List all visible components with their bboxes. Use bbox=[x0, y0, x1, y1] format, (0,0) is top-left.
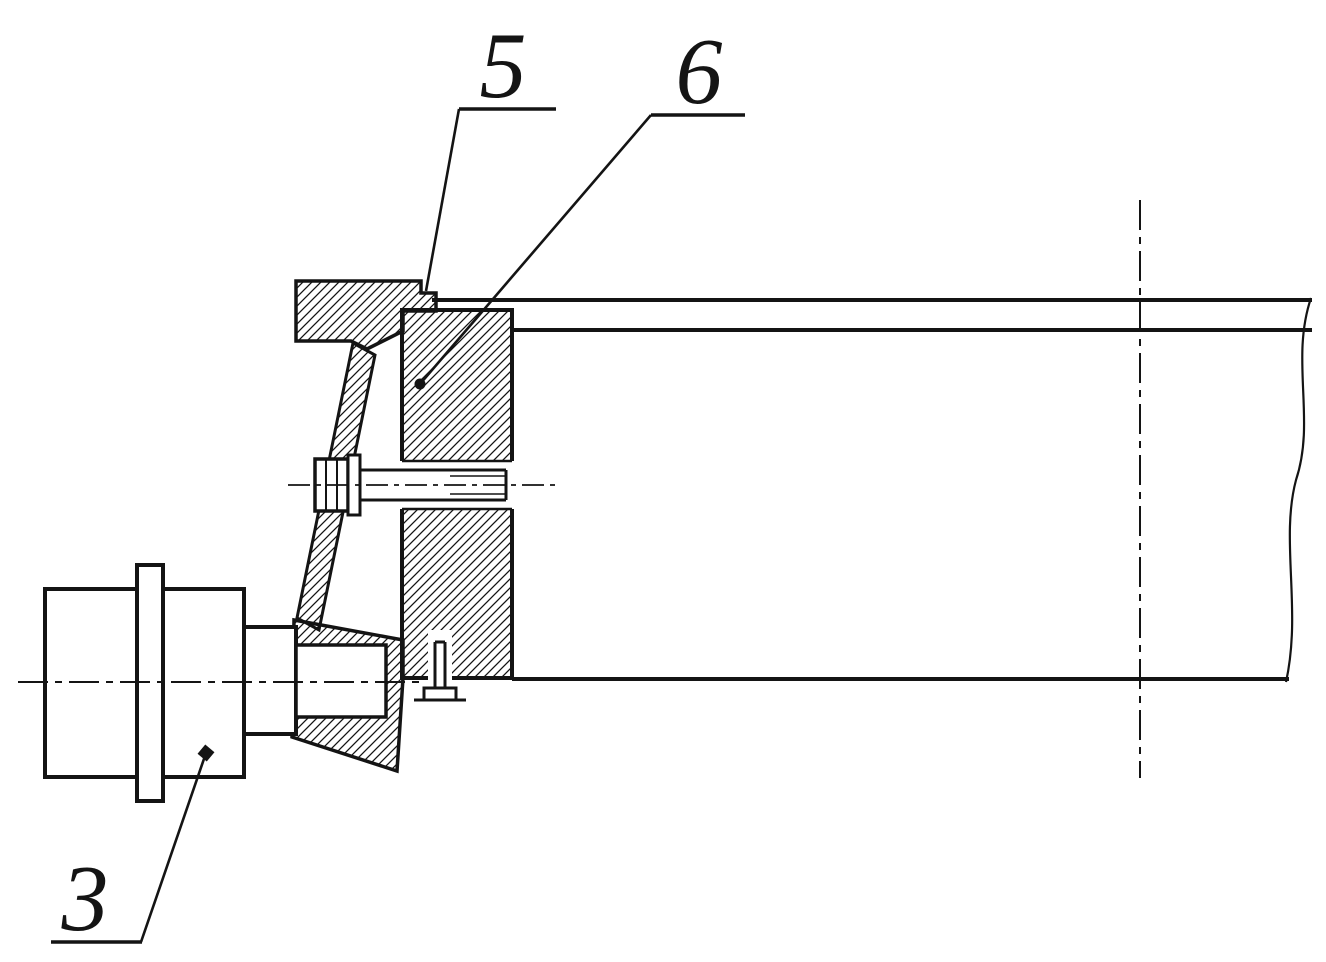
callout-6-leader-line bbox=[419, 114, 652, 385]
t-bolt-head bbox=[422, 686, 458, 702]
drum-shell bbox=[432, 297, 1313, 683]
coupling bbox=[242, 625, 298, 736]
callout-3-leader-line bbox=[139, 752, 208, 943]
callout-6-marker-dot bbox=[414, 378, 426, 390]
clamp-bracket-section bbox=[294, 279, 438, 351]
clamp-bracket bbox=[294, 279, 438, 351]
t-bolt-slot bbox=[428, 630, 452, 682]
callout-3: 3 bbox=[51, 744, 215, 951]
break-line bbox=[1284, 297, 1313, 683]
callout-3-label: 3 bbox=[61, 847, 109, 951]
callout-3-marker-dot bbox=[197, 744, 215, 762]
callout-5: 5 bbox=[424, 14, 556, 292]
centerlines bbox=[18, 200, 1141, 778]
callout-6-label: 6 bbox=[676, 20, 723, 124]
callout-6: 6 bbox=[414, 20, 745, 390]
clamp-bolt bbox=[313, 453, 508, 517]
callout-5-label: 5 bbox=[480, 14, 527, 118]
t-bolt bbox=[414, 630, 466, 702]
callout-5-leader-line bbox=[424, 108, 461, 292]
